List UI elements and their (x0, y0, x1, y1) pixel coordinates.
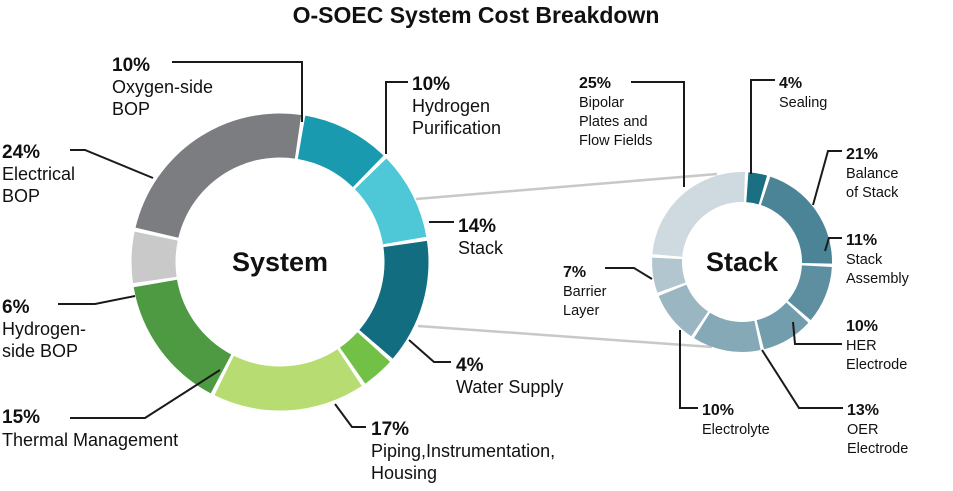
stack-slice-stack-assembly (787, 265, 832, 321)
stack-label-electrolyte: Electrolyte (702, 422, 770, 438)
system-leader-piping-instrumentation-housing (334, 403, 366, 428)
system-slice-piping-instrumentation-housing (214, 349, 362, 411)
system-pct-hydrogen-purification: 10% (412, 74, 450, 95)
stack-slice-sealing (746, 172, 768, 205)
stack-leader-her-electrode (792, 321, 842, 345)
system-pct-thermal-management: 15% (2, 407, 40, 428)
stack-leader-balance-of-stack (812, 150, 842, 206)
stack-slice-her-electrode (756, 302, 809, 350)
system-label-piping-instrumentation-housing: Piping,Instrumentation,Housing (371, 441, 555, 483)
system-pct-electrical-bop: 24% (2, 142, 40, 163)
stack-leader-bipolar-plates-and-flow-fields (631, 81, 685, 187)
stack-slice-bipolar-plates-and-flow-fields (652, 172, 745, 257)
system-label-stack: Stack (458, 238, 504, 258)
zoom-connector-lines (415, 172, 718, 349)
system-center-label: System (232, 247, 328, 277)
stack-pct-stack-assembly: 11% (846, 232, 877, 249)
system-slice-thermal-management (133, 279, 232, 394)
system-slice-hydrogen-purification (354, 158, 427, 245)
stack-slice-barrier-layer (652, 257, 686, 293)
stack-slice-oer-electrode (694, 312, 761, 352)
system-label-hydrogen-side-bop: Hydrogen-side BOP (2, 319, 86, 361)
stack-leader-stack-assembly (824, 237, 842, 252)
stack-pct-barrier-layer: 7% (563, 264, 586, 281)
system-pct-piping-instrumentation-housing: 17% (371, 419, 409, 440)
stack-leader-electrolyte (679, 330, 698, 409)
system-label-thermal-management: Thermal Management (2, 430, 178, 450)
system-slice-hydrogen-side-bop (131, 231, 178, 284)
stack-pct-oer-electrode: 13% (847, 402, 879, 419)
system-label-water-supply: Water Supply (456, 377, 563, 397)
leader-lines (58, 61, 843, 428)
system-slice-electrical-bop (135, 113, 302, 238)
stack-pct-bipolar-plates-and-flow-fields: 25% (579, 75, 611, 92)
stack-label-sealing: Sealing (779, 95, 827, 111)
system-leader-oxygen-side-bop (172, 61, 303, 122)
system-leader-electrical-bop (70, 149, 154, 179)
stack-leader-oer-electrode (761, 349, 843, 409)
stack-slice-balance-of-stack (760, 176, 833, 264)
system-pct-oxygen-side-bop: 10% (112, 55, 150, 76)
stack-pct-electrolyte: 10% (702, 402, 734, 419)
system-pct-hydrogen-side-bop: 6% (2, 297, 30, 318)
zoom-line-top (415, 172, 718, 201)
system-donut (131, 113, 429, 411)
system-leader-thermal-management (70, 369, 221, 419)
stack-slice-electrolyte (658, 284, 709, 337)
system-leader-hydrogen-purification (385, 81, 408, 154)
system-leader-water-supply (408, 339, 451, 363)
stack-donut (652, 172, 833, 352)
stack-leader-sealing (750, 79, 775, 174)
system-pct-stack: 14% (458, 216, 496, 237)
system-slice-water-supply (339, 332, 391, 384)
stack-center-label: Stack (706, 247, 779, 277)
zoom-line-bottom (417, 324, 713, 349)
system-slice-stack (359, 240, 429, 359)
stack-pct-sealing: 4% (779, 75, 802, 92)
chart-title: O-SOEC System Cost Breakdown (293, 2, 660, 28)
stack-pct-balance-of-stack: 21% (846, 146, 878, 163)
system-leader-hydrogen-side-bop (58, 295, 136, 305)
stack-pct-her-electrode: 10% (846, 318, 878, 335)
system-slice-oxygen-side-bop (297, 115, 384, 188)
system-pct-water-supply: 4% (456, 355, 484, 376)
stack-leader-barrier-layer (605, 267, 653, 280)
